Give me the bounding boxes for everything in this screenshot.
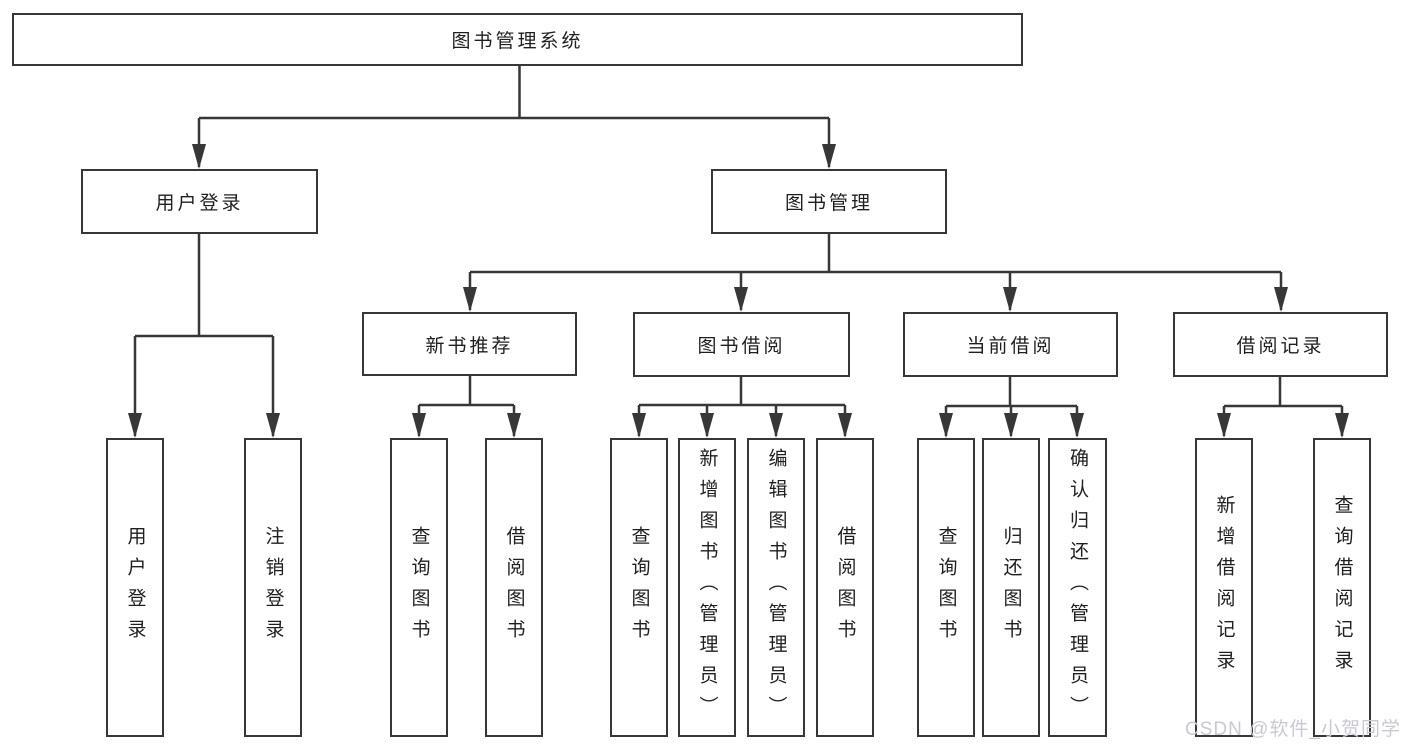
watermark-text: CSDN @软件_小贺同学 <box>1185 719 1401 740</box>
node-new-book-recommend: 新书推荐 <box>362 312 577 376</box>
leaf-bb-edit-book: 编辑图书（管理员） <box>747 438 805 737</box>
leaf-cb-confirm-return: 确认归还（管理员） <box>1048 438 1107 737</box>
leaf-br-query-record: 查询借阅记录 <box>1313 438 1371 737</box>
leaf-cb-return-book: 归还图书 <box>982 438 1040 737</box>
node-borrow-record: 借阅记录 <box>1173 312 1388 377</box>
leaf-br-add-record: 新增借阅记录 <box>1195 438 1253 737</box>
node-user-login: 用户登录 <box>81 169 318 234</box>
leaf-logout-login: 注销登录 <box>244 438 302 737</box>
arrowheads <box>128 144 1349 438</box>
leaf-bb-borrow-book: 借阅图书 <box>816 438 874 737</box>
connector-paths <box>133 66 1344 436</box>
node-book-management: 图书管理 <box>711 169 947 234</box>
leaf-nb-borrow-book: 借阅图书 <box>485 438 543 737</box>
node-current-borrow: 当前借阅 <box>903 312 1118 377</box>
leaf-bb-add-book: 新增图书（管理员） <box>678 438 736 737</box>
leaf-bb-query-book: 查询图书 <box>610 438 668 737</box>
leaf-cb-query-book: 查询图书 <box>917 438 975 737</box>
leaf-user-login: 用户登录 <box>106 438 164 737</box>
node-book-borrow: 图书借阅 <box>633 312 850 377</box>
leaf-nb-query-book: 查询图书 <box>390 438 448 737</box>
node-root: 图书管理系统 <box>12 13 1023 66</box>
